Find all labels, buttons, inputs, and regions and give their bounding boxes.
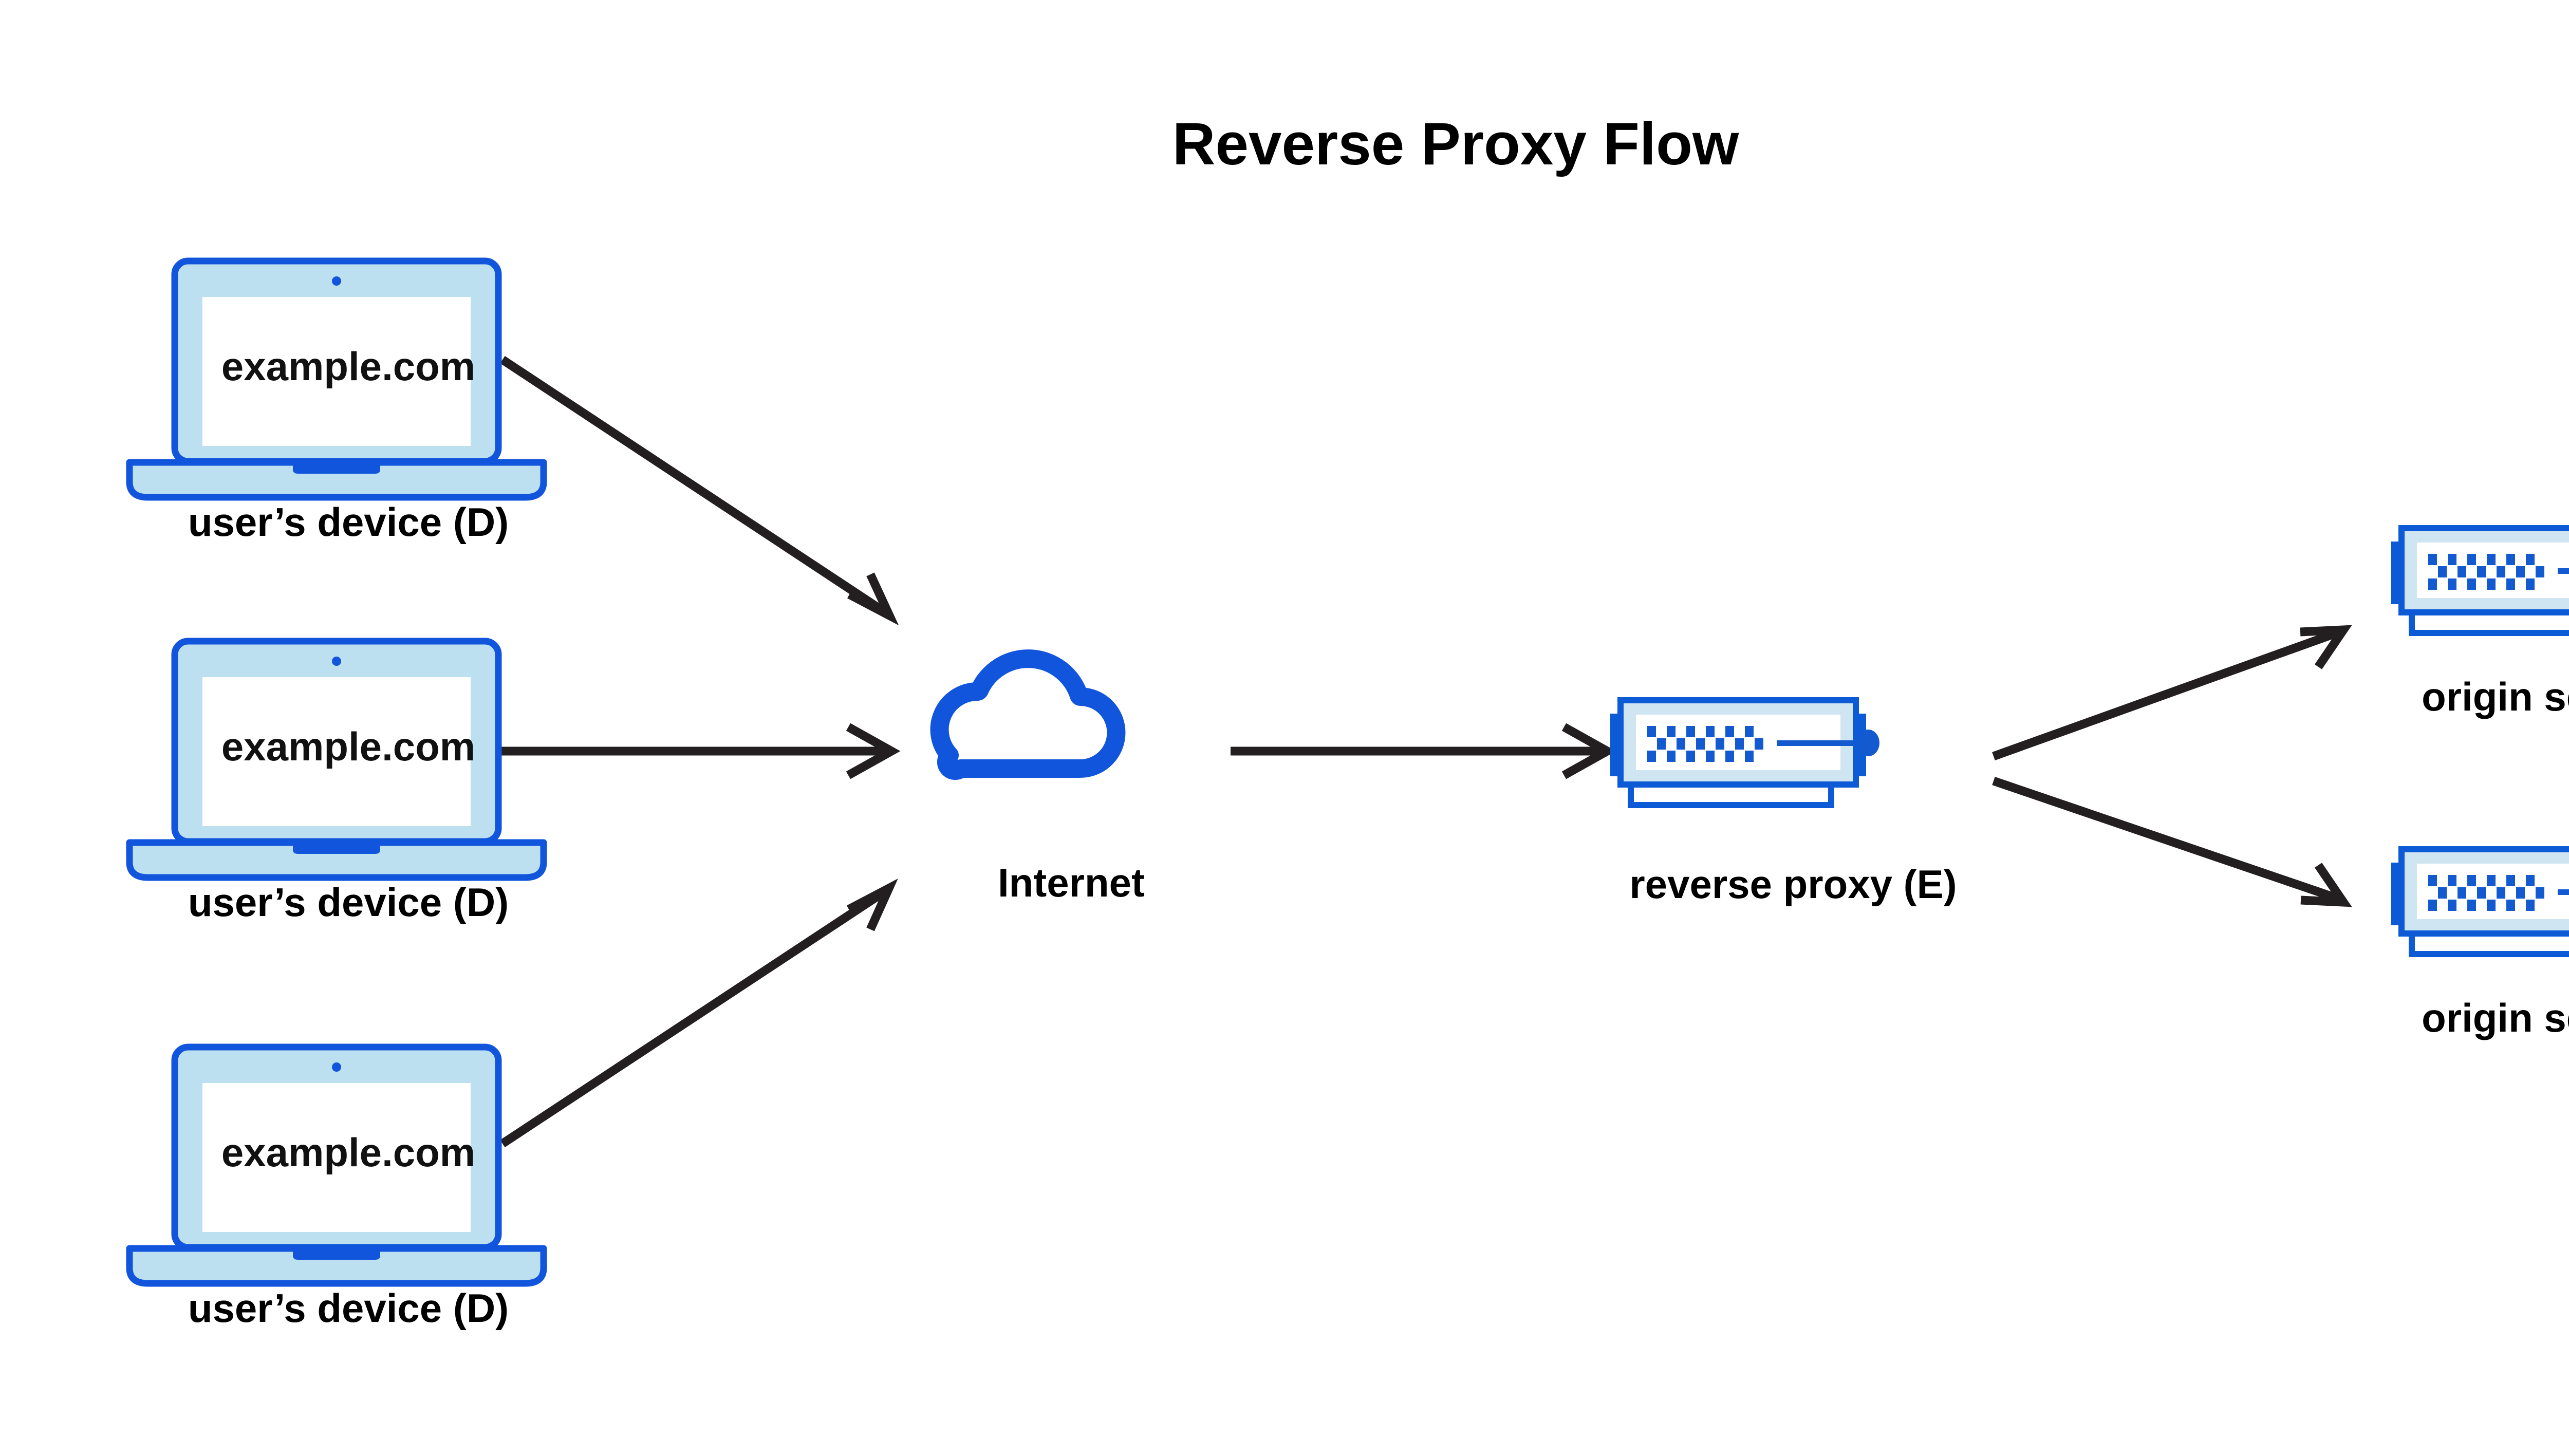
device-label: user’s device (D) (188, 880, 509, 925)
node-device-top[interactable]: example.com user’s device (D) (129, 261, 544, 545)
origin-server-label: origin server (F) (2422, 995, 2569, 1040)
edge-device-middle-to-internet (497, 723, 901, 779)
internet-label: Internet (998, 860, 1145, 905)
server-icon (2391, 849, 2569, 954)
device-label: user’s device (D) (188, 1285, 509, 1331)
device-label: user’s device (D) (188, 499, 509, 545)
server-icon (2391, 528, 2569, 633)
device-screen-text: example.com (221, 344, 475, 389)
edge-device-bottom-to-internet (500, 879, 898, 1148)
edge-reverse-proxy-to-origin-bottom (1992, 776, 2352, 907)
server-icon (1610, 700, 1879, 805)
edges-layer (497, 356, 2352, 1148)
page-title: Reverse Proxy Flow (1172, 110, 1739, 177)
node-reverse-proxy[interactable]: reverse proxy (E) (1610, 700, 1957, 907)
edge-reverse-proxy-to-origin-top (1992, 625, 2352, 760)
node-device-middle[interactable]: example.com user’s device (D) (129, 641, 544, 925)
device-screen-text: example.com (221, 724, 475, 769)
device-screen-text: example.com (221, 1130, 475, 1175)
origin-server-label: origin server (F) (2422, 674, 2569, 719)
edge-internet-to-reverse-proxy (1231, 723, 1616, 779)
node-origin-server-bottom[interactable]: origin server (F) (2391, 849, 2569, 1040)
reverse-proxy-label: reverse proxy (E) (1629, 862, 1957, 907)
edge-device-top-to-internet (500, 356, 899, 626)
cloud-icon (940, 659, 1116, 771)
node-internet[interactable]: Internet (940, 659, 1145, 905)
node-origin-server-top[interactable]: origin server (F) (2391, 528, 2569, 719)
node-device-bottom[interactable]: example.com user’s device (D) (129, 1047, 544, 1331)
